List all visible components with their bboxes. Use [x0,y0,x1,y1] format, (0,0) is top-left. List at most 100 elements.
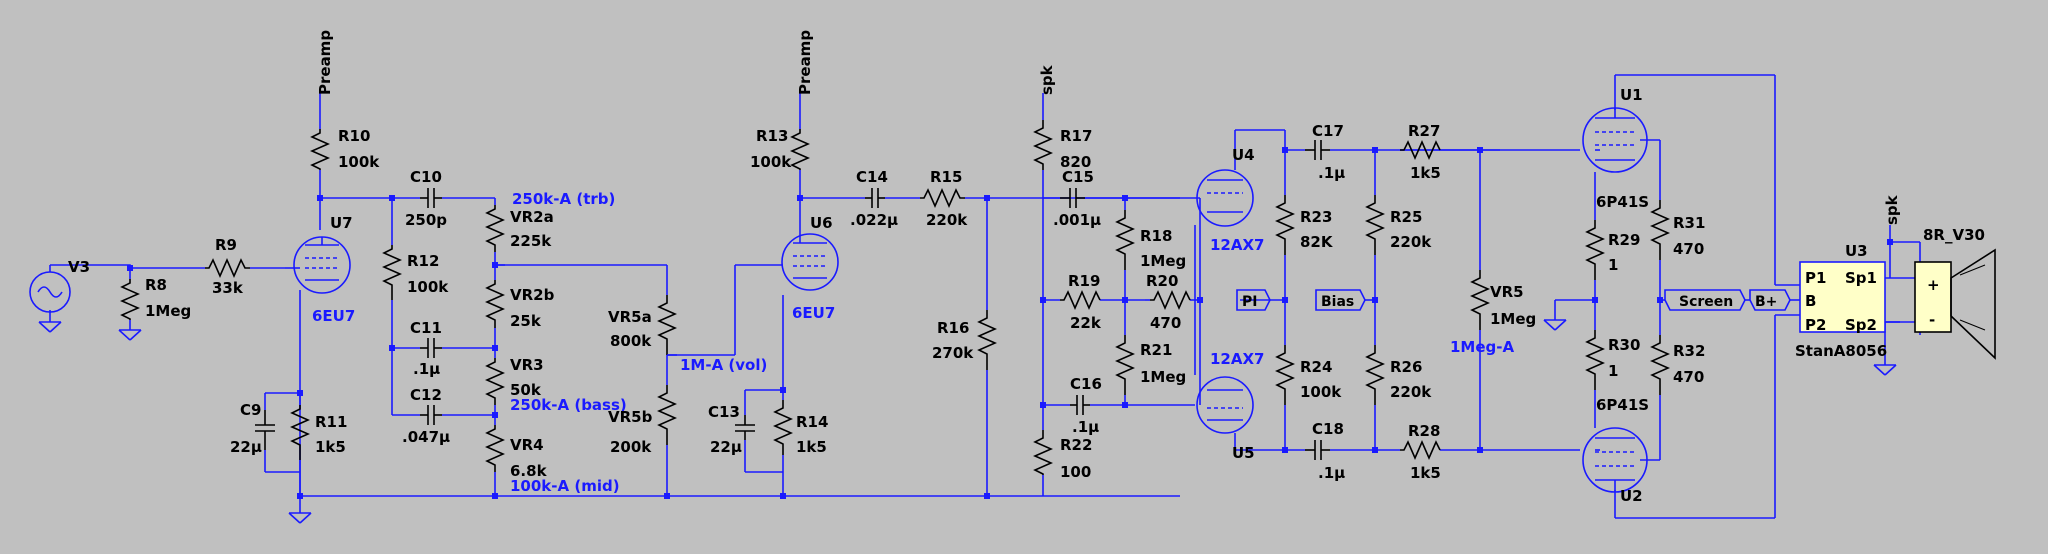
pot-note: 1Meg-A [1450,338,1515,356]
resistor-ref: R8 [145,276,167,294]
resistor-value: 470 [1673,240,1704,258]
pot-value: 50k [510,381,542,399]
speaker-minus: - [1929,311,1935,329]
output-transformer-U3 [1799,261,1886,333]
capacitor-ref: C12 [410,386,442,404]
pot-ref: VR2b [510,286,555,304]
pot-note: 250k-A (bass) [510,396,627,414]
pot-note: 1M-A (vol) [680,356,767,374]
pot-value: 200k [610,438,652,456]
resistor-R32 [1650,335,1670,395]
resistor-ref: R10 [338,127,370,145]
tube-U1 [1582,107,1648,195]
resistor-VR5 [1470,270,1490,330]
resistor-ref: R16 [937,319,969,337]
resistor-R16 [977,310,997,370]
resistor-value: 1k5 [315,438,346,456]
net-label-spk: spk [1038,64,1056,95]
resistor-R22 [1033,430,1053,475]
tube-U5 [1196,376,1254,450]
resistor-R13 [790,129,810,170]
resistor-ref: R29 [1608,231,1640,249]
net-flags [1236,289,1791,311]
transformer-pin: P2 [1805,316,1826,334]
net-label-pi: PI [1242,294,1257,310]
tube-ref: U1 [1620,86,1643,104]
resistor-R23 [1275,195,1295,255]
capacitor-ref: C14 [856,168,888,186]
resistor-VR2b [485,280,505,328]
resistor-ref: R27 [1408,122,1440,140]
pot-value: 1Meg [1490,310,1536,328]
signal-source-V3 [29,265,71,313]
pot-ref: VR5 [1490,283,1524,301]
capacitors [255,140,1330,460]
capacitor-ref: C17 [1312,122,1344,140]
pot-value: 25k [510,312,542,330]
resistor-VR5a [657,295,677,355]
capacitor-value: .1µ [1318,164,1345,182]
resistor-value: 100k [338,153,380,171]
transformer-pin: B [1805,292,1816,310]
tube-U4 [1196,150,1254,227]
resistor-value: 82K [1300,233,1334,251]
flag-pi [1236,289,1271,311]
resistor-ref: R14 [796,413,828,431]
resistor-R17 [1033,120,1053,170]
tube-value: 12AX7 [1210,350,1265,368]
transformer-pin: Sp2 [1845,316,1877,334]
resistor-R11 [290,405,310,460]
capacitor-value: .022µ [850,211,898,229]
flag-screen [1664,289,1746,311]
capacitor-value: .1µ [413,360,440,378]
resistor-value: 1k5 [1410,164,1441,182]
capacitor-ref: C15 [1062,168,1094,186]
resistor-value: 1Meg [1140,252,1186,270]
resistor-ref: R18 [1140,227,1172,245]
resistor-R28 [1400,440,1441,460]
resistor-value: 220k [926,211,968,229]
resistor-R9 [205,258,250,278]
tubes [285,107,1648,493]
resistor-ref: R24 [1300,358,1332,376]
resistor-value: 100k [750,153,792,171]
tube-U7 [285,236,351,294]
tube-value: 6P41S [1596,193,1649,211]
tube-value: 6P41S [1596,396,1649,414]
pot-ref: VR4 [510,436,544,454]
resistor-ref: R26 [1390,358,1422,376]
resistor-ref: R30 [1608,336,1640,354]
resistor-value: 100k [1300,383,1342,401]
resistor-R12 [382,245,402,300]
tube-value: 12AX7 [1210,236,1265,254]
resistor-R30 [1585,330,1605,390]
resistor-R21 [1115,335,1135,395]
resistor-ref: R15 [930,168,962,186]
flag-bplus [1749,289,1791,311]
resistor-ref: R21 [1140,341,1172,359]
resistor-ref: R11 [315,413,347,431]
resistor-value: 1k5 [796,438,827,456]
resistor-value: 100k [407,278,449,296]
resistor-value: 470 [1673,368,1704,386]
resistor-value: 270k [932,344,974,362]
resistor-ref: R25 [1390,208,1422,226]
resistor-ref: R31 [1673,214,1705,232]
tube-ref: U4 [1232,146,1255,164]
transformer-pin: Sp1 [1845,269,1877,287]
resistor-value: 1Meg [1140,368,1186,386]
resistor-value: 220k [1390,383,1432,401]
net-label-screen: Screen [1679,294,1733,310]
resistor-VR2a [485,205,505,252]
resistor-R31 [1650,200,1670,260]
pot-note: 250k-A (trb) [512,190,615,208]
tube-value: 6EU7 [312,307,355,325]
capacitor-ref: C18 [1312,420,1344,438]
capacitor-value: 22µ [230,438,262,456]
tube-U2 [1582,405,1648,493]
resistor-value: 220k [1390,233,1432,251]
capacitor-ref: C13 [708,403,740,421]
resistor-value: 22k [1070,314,1102,332]
pot-value: 225k [510,232,552,250]
